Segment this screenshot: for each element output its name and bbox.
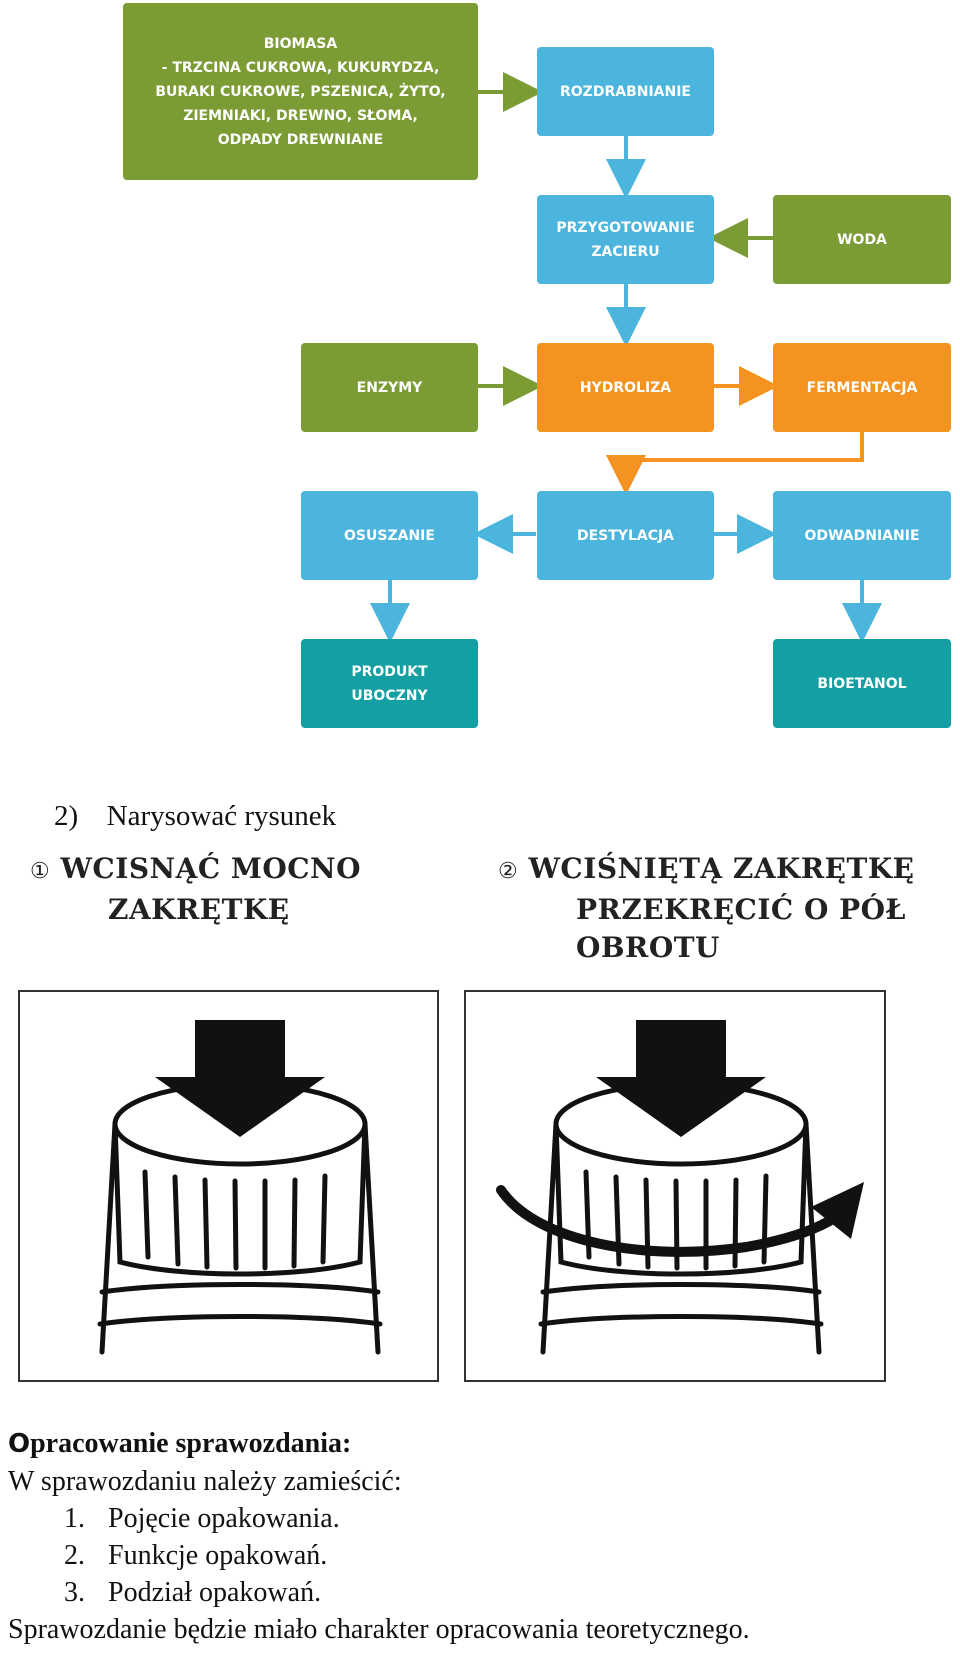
node-biomasa: BIOMASA - TRZCINA CUKROWA, KUKURYDZA, BU…: [123, 3, 478, 180]
report-title-rest: pracowanie sprawozdania:: [30, 1428, 352, 1459]
report-closing: Sprawozdanie będzie miało charakter opra…: [8, 1614, 750, 1645]
node-hydroliza: HYDROLIZA: [537, 343, 714, 432]
list-text: Funkcje opakowań.: [108, 1540, 328, 1571]
biomasa-line: ZIEMNIAKI, DREWNO, SŁOMA,: [183, 107, 418, 124]
down-arrow-icon: [155, 1020, 325, 1137]
step2-line: WCIŚNIĘTĄ ZAKRĘTKĘ: [528, 852, 915, 885]
bioethanol-flowchart: BIOMASA - TRZCINA CUKROWA, KUKURYDZA, BU…: [0, 0, 960, 740]
node-produkt-uboczny: PRODUKT UBOCZNY: [301, 639, 478, 728]
node-woda: WODA: [773, 195, 951, 284]
list-text: Podział opakowań.: [108, 1577, 322, 1608]
node-destylacja: DESTYLACJA: [537, 491, 714, 580]
list-item: 1. Pojęcie opakowania.: [64, 1500, 953, 1537]
panel-twist-cap: [464, 990, 886, 1382]
list-number: 2.: [64, 1540, 85, 1571]
node-osuszanie: OSUSZANIE: [301, 491, 478, 580]
step2-caption: ② WCIŚNIĘTĄ ZAKRĘTKĘ PRZEKRĘCIĆ O PÓŁ OB…: [498, 850, 915, 967]
node-przygotowanie-zacieru: PRZYGOTOWANIE ZACIERU: [537, 195, 714, 284]
report-section: Opracowanie sprawozdania: W sprawozdaniu…: [8, 1425, 953, 1648]
rotate-arrow-icon: [496, 1185, 841, 1257]
node-enzymy: ENZYMY: [301, 343, 478, 432]
biomasa-line: BURAKI CUKROWE, PSZENICA, ŻYTO,: [155, 83, 446, 100]
biomasa-line: - TRZCINA CUKROWA, KUKURYDZA,: [161, 59, 440, 76]
arrow-fermentacja-destylacja: [606, 432, 864, 495]
down-arrow-icon: [596, 1020, 766, 1137]
node-bioetanol: BIOETANOL: [773, 639, 951, 728]
section-title: Narysować rysunek: [106, 800, 337, 832]
przygotowanie-line: ZACIERU: [591, 243, 660, 260]
node-fermentacja: FERMENTACJA: [773, 343, 951, 432]
report-list: 1. Pojęcie opakowania. 2. Funkcje opakowań…: [8, 1500, 953, 1611]
list-item: 2. Funkcje opakowań.: [64, 1537, 953, 1574]
section-number: 2): [54, 800, 79, 832]
node-rozdrabnianie: ROZDRABNIANIE: [537, 47, 714, 136]
list-text: Pojęcie opakowania.: [108, 1503, 340, 1534]
twist-cap-illustration: [496, 1020, 864, 1355]
biomasa-line: BIOMASA: [263, 35, 338, 52]
list-number: 3.: [64, 1577, 85, 1608]
report-title-initial: O: [8, 1429, 31, 1459]
node-odwadnianie: ODWADNIANIE: [773, 491, 951, 580]
list-item: 3. Podział opakowań.: [64, 1574, 953, 1611]
press-cap-illustration: [97, 1020, 383, 1355]
przygotowanie-line: PRZYGOTOWANIE: [556, 219, 695, 236]
flowchart-arrows: [370, 72, 882, 643]
list-number: 1.: [64, 1503, 85, 1534]
step1-caption: ① WCISNĄĆ MOCNO ZAKRĘTKĘ: [30, 850, 361, 929]
section-heading: 2) Narysować rysunek: [54, 800, 336, 833]
produkt-line: PRODUKT: [351, 663, 428, 680]
step1-line: ZAKRĘTKĘ: [108, 893, 290, 926]
rotate-arrowhead: [811, 1182, 864, 1239]
step1-number: ①: [30, 859, 51, 884]
step1-line: WCISNĄĆ MOCNO: [60, 852, 362, 885]
report-intro: W sprawozdaniu należy zamieścić:: [8, 1466, 402, 1497]
step2-line: OBROTU: [576, 931, 720, 964]
step2-line: PRZEKRĘCIĆ O PÓŁ: [576, 893, 906, 926]
report-title: Opracowanie sprawozdania:: [8, 1425, 953, 1463]
biomasa-line: ODPADY DREWNIANE: [217, 131, 384, 148]
step2-number: ②: [498, 859, 519, 884]
produkt-line: UBOCZNY: [351, 687, 428, 704]
panel-press-cap: [18, 990, 439, 1382]
